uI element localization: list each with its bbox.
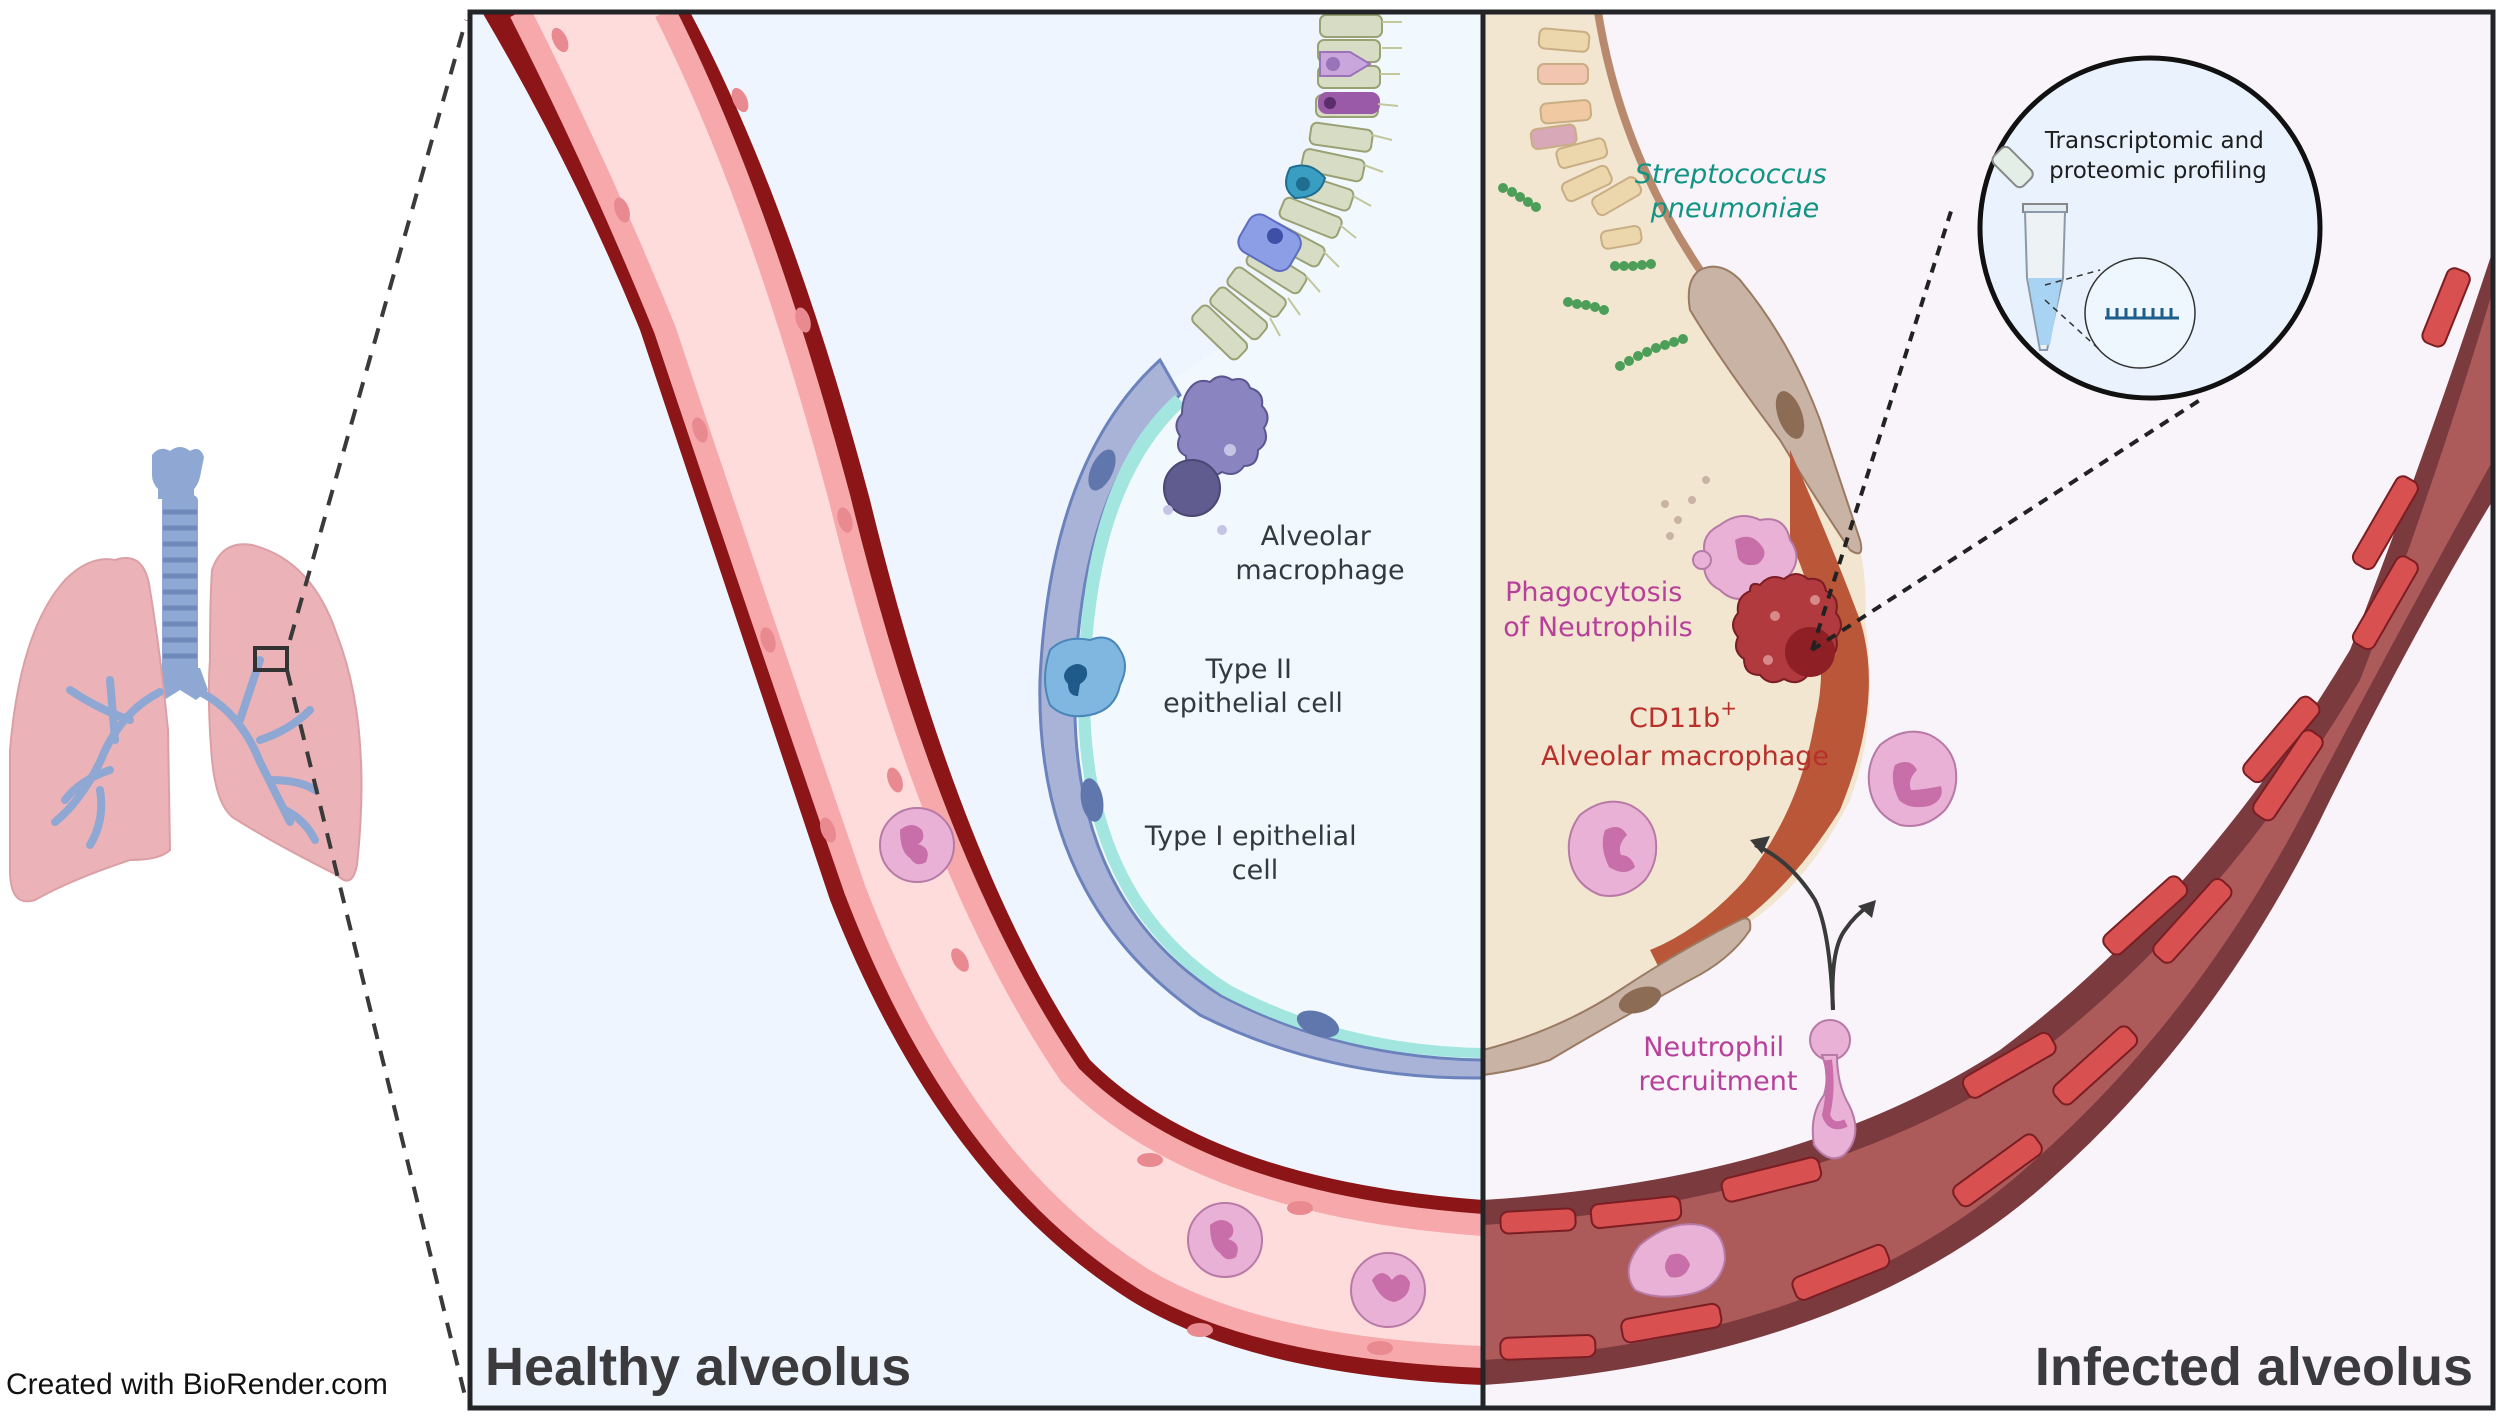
rna-strand-icon <box>2105 308 2179 320</box>
label-profiling: Transcriptomic and proteomic profiling <box>2044 128 2271 184</box>
neutrophil-healthy <box>1350 1252 1426 1328</box>
infected-type1-cell-lower <box>1483 917 1752 1077</box>
zoom-line-bottom <box>285 669 468 1401</box>
bronchi <box>51 656 319 849</box>
cilia <box>1269 21 1402 337</box>
brush-cell <box>1237 213 1302 272</box>
transmigrating-neutrophil <box>1809 1019 1857 1160</box>
recruitment-arrows <box>1754 843 1872 1011</box>
neutrophil-healthy <box>1187 1202 1263 1278</box>
healthy-vessel-lumen <box>520 12 1483 1357</box>
infected-endothelial-cells <box>1499 267 2471 1361</box>
label-recruitment: Neutrophil recruitment <box>1639 1032 1798 1097</box>
label-cd11b: CD11b+ <box>1629 696 1737 734</box>
infected-alveolus-fluid <box>1483 12 1870 1060</box>
infected-panel <box>1483 12 2493 1408</box>
goblet-cell <box>1318 51 1380 114</box>
right-lung <box>207 543 363 882</box>
healthy-panel-title: Healthy alveolus <box>485 1337 911 1397</box>
type2-epithelial-cell <box>1044 636 1126 718</box>
neutrophil-healthy <box>879 807 955 883</box>
molecule-zoom-circle <box>2084 257 2196 369</box>
club-cell <box>1285 164 1327 200</box>
infected-type1-cell <box>1687 265 1863 555</box>
zoom-line-top <box>288 19 468 641</box>
label-alveolar-macrophage: Alveolar macrophage <box>1235 521 1404 586</box>
profiling-pointer-line <box>1810 204 1955 651</box>
label-type1-cell: Type I epithelial cell <box>1144 821 1365 886</box>
label-phagocytosis: Phagocytosis of Neutrophils <box>1503 577 1692 643</box>
left-lung <box>9 557 172 903</box>
healthy-panel <box>470 12 1483 1408</box>
endothelial-nuclei <box>551 27 1393 1355</box>
label-type2-cell: Type II epithelial cell <box>1163 654 1343 719</box>
tube-icon <box>2022 203 2068 351</box>
zoom-region-marker <box>253 646 289 672</box>
neutrophil-in-vessel <box>1627 1223 1727 1298</box>
trachea <box>152 447 208 700</box>
infected-bronchiolar-epithelium <box>1529 27 1643 250</box>
profiling-pointer-line <box>1810 398 2202 652</box>
profiling-inset <box>1977 55 2323 401</box>
infected-panel-title: Infected alveolus <box>2035 1337 2473 1397</box>
label-pathogen: Streptococcus pneumoniae <box>1635 159 1836 224</box>
alveolar-macrophage <box>1163 375 1269 535</box>
cd11b-alveolar-macrophage <box>1732 573 1842 684</box>
biorender-credit: Created with BioRender.com <box>6 1368 388 1401</box>
activated-neutrophil <box>1567 800 1658 897</box>
lung-illustration <box>9 19 468 1401</box>
activated-neutrophil <box>1867 730 1958 827</box>
label-cd11b-macrophage: Alveolar macrophage <box>1541 741 1829 772</box>
bacteria-chains <box>1498 183 1688 371</box>
infected-vessel-lumen <box>1483 290 2493 1360</box>
pipette-icon <box>1991 145 2034 189</box>
